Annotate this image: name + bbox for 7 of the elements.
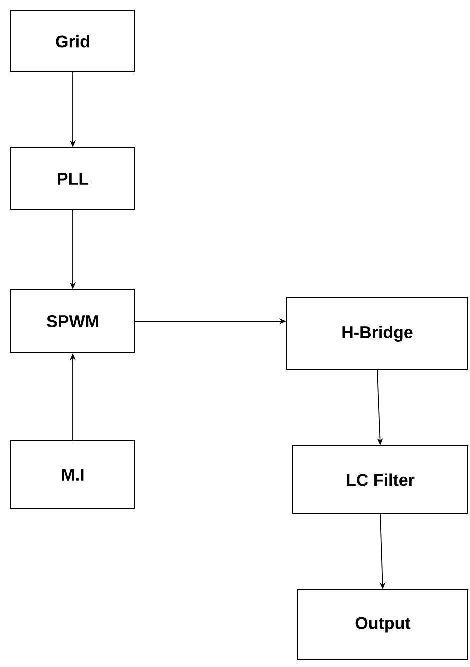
- process-box: Grid: [10, 10, 136, 72]
- process-box: Output: [298, 590, 468, 660]
- process-box: M.I: [10, 440, 136, 510]
- process-box: LC Filter: [292, 446, 468, 514]
- process-box: SPWM: [10, 290, 136, 354]
- process-box: PLL: [10, 148, 136, 210]
- process-box: H-Bridge: [286, 298, 468, 370]
